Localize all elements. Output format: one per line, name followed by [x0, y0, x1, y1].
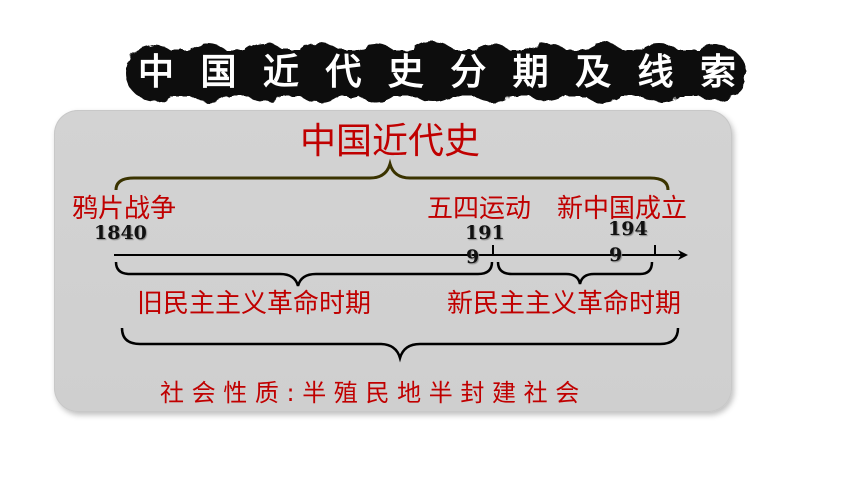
- banner-title: 中 国 近 代 史 分 期 及 线 索: [138, 50, 736, 96]
- year-1949-first-line: 194: [608, 218, 648, 240]
- year-1919-second-line: 9: [466, 246, 480, 268]
- banner-char: 代: [325, 52, 362, 93]
- banner-char: 线: [637, 52, 674, 93]
- banner-char: 史: [387, 52, 424, 93]
- year-1949-second-line: 9: [609, 244, 623, 266]
- banner-char: 索: [699, 52, 736, 93]
- period-new-democratic: 新民主主义革命时期: [447, 289, 682, 319]
- year-1919-first-line: 191: [465, 222, 505, 244]
- banner-char: 及: [575, 52, 612, 93]
- social-nature-statement: 社 会 性 质 : 半 殖 民 地 半 封 建 社 会: [160, 379, 580, 407]
- banner-char: 分: [450, 52, 487, 93]
- banner-ink-background: [126, 42, 746, 103]
- banner-char: 国: [200, 52, 237, 93]
- event-opium-war: 鸦片战争: [72, 194, 177, 224]
- year-1840: 1840: [94, 222, 147, 244]
- diagram-title: 中国近代史: [300, 121, 481, 162]
- banner-char: 期: [512, 52, 549, 93]
- event-may-fourth: 五四运动: [427, 194, 532, 224]
- banner-char: 中: [138, 52, 175, 93]
- banner-char: 近: [262, 52, 299, 93]
- period-old-democratic: 旧民主主义革命时期: [137, 289, 372, 319]
- event-prc-founded: 新中国成立: [557, 194, 688, 224]
